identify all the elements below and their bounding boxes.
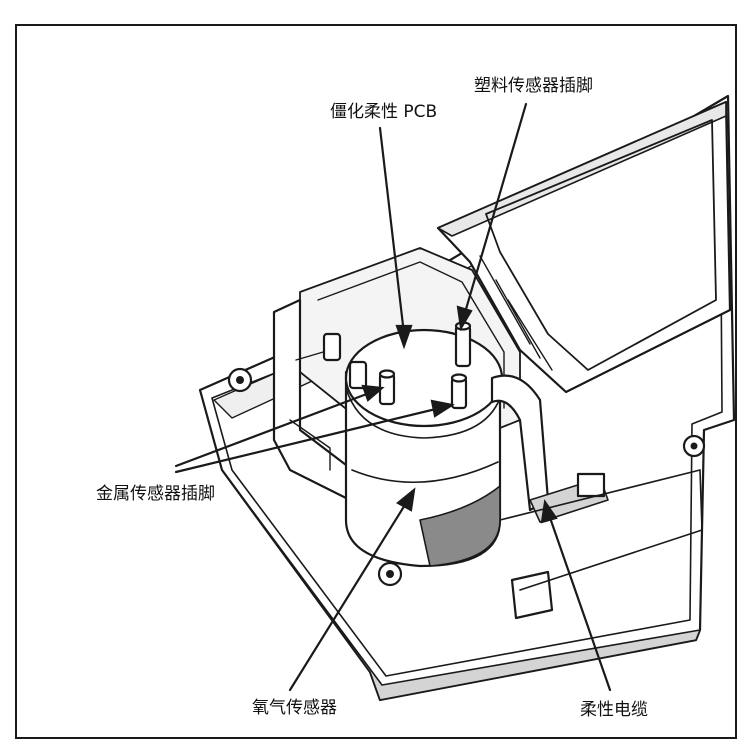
leader-flex-cable — [546, 510, 612, 692]
screw-hole-top-left — [227, 367, 253, 393]
screw-hole-right — [682, 434, 706, 458]
leader-metal-pin-center — [174, 406, 442, 474]
battery-window — [485, 119, 717, 371]
arrow-pcb — [395, 324, 413, 350]
arrow-metal-pin-center — [430, 399, 455, 418]
connector-left-b — [348, 360, 368, 390]
figure-frame — [15, 24, 737, 739]
pcb-frame-inner — [317, 261, 505, 409]
label-plastic-pin: 塑料传感器插脚 — [474, 76, 593, 96]
arrow-flex-cable — [540, 499, 558, 524]
label-flex-cable: 柔性电缆 — [580, 700, 648, 720]
arrow-plastic-pin — [456, 305, 473, 332]
arrow-oxygen-sensor — [396, 487, 416, 512]
screw-hole-bottom — [377, 561, 403, 587]
metal-pin-center — [450, 373, 468, 410]
lower-latch — [510, 570, 554, 620]
flex-cable-body — [490, 374, 550, 512]
label-pcb: 僵化柔性 PCB — [330, 102, 438, 122]
plastic-pin — [454, 321, 472, 368]
arrow-metal-pin-left — [361, 384, 385, 402]
label-metal-pin: 金属传感器插脚 — [96, 484, 215, 504]
battery-ribs — [469, 255, 553, 371]
sensor-band — [351, 461, 499, 484]
leader-plastic-pin — [462, 102, 528, 318]
sensor-top-rim — [345, 387, 503, 439]
housing-bottom-shade — [221, 469, 701, 701]
leader-metal-pin-left — [174, 390, 374, 468]
flex-connector — [576, 472, 606, 498]
battery-top-face — [437, 101, 727, 237]
leader-oxygen-sensor — [288, 498, 410, 692]
connector-left-a — [322, 332, 342, 362]
label-oxygen-sensor: 氧气传感器 — [252, 698, 337, 718]
leader-pcb — [378, 126, 406, 336]
lower-right-plate — [499, 469, 703, 591]
